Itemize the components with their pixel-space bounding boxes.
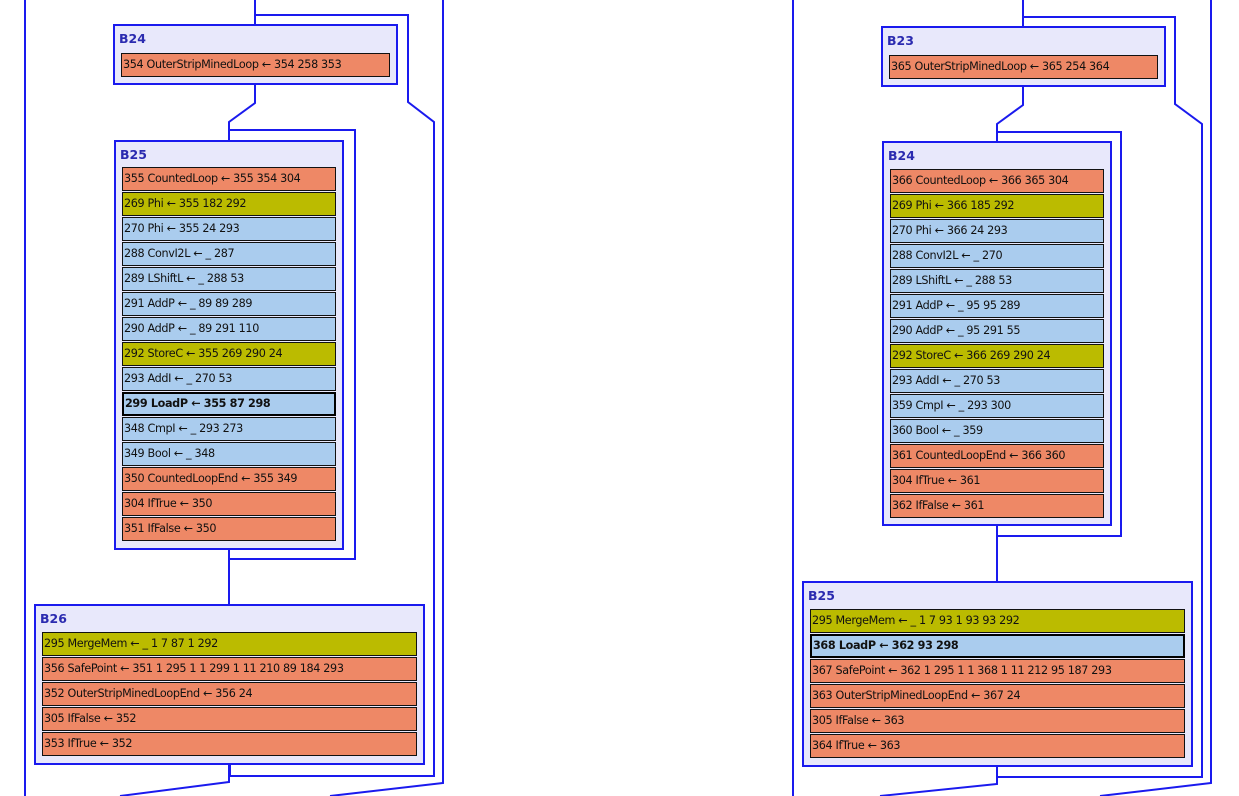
node-data[interactable]: 293 AddI ← _ 270 53 — [890, 369, 1104, 393]
node-control[interactable]: 304 IfTrue ← 361 — [890, 469, 1104, 493]
node-control[interactable]: 356 SafePoint ← 351 1 295 1 1 299 1 11 2… — [42, 657, 417, 681]
block-title: B23 — [887, 33, 914, 48]
block-title: B25 — [120, 147, 147, 162]
node-memory[interactable]: 269 Phi ← 355 182 292 — [122, 192, 336, 216]
block-title: B24 — [119, 31, 146, 46]
node-control[interactable]: 365 OuterStripMinedLoop ← 365 254 364 — [889, 55, 1158, 79]
node-control[interactable]: 361 CountedLoopEnd ← 366 360 — [890, 444, 1104, 468]
node-control[interactable]: 305 IfFalse ← 363 — [810, 709, 1185, 733]
node-control[interactable]: 350 CountedLoopEnd ← 355 349 — [122, 467, 336, 491]
node-memory[interactable]: 295 MergeMem ← _ 1 7 87 1 292 — [42, 632, 417, 656]
edge-right-b25-exit — [879, 766, 998, 796]
block-b24-left[interactable]: B24 354 OuterStripMinedLoop ← 354 258 35… — [113, 24, 398, 85]
edge-left-outer-right — [329, 0, 444, 796]
node-control[interactable]: 352 OuterStripMinedLoopEnd ← 356 24 — [42, 682, 417, 706]
node-control[interactable]: 362 IfFalse ← 361 — [890, 494, 1104, 518]
node-data[interactable]: 349 Bool ← _ 348 — [122, 442, 336, 466]
node-data[interactable]: 348 CmpI ← _ 293 273 — [122, 417, 336, 441]
node-memory[interactable]: 292 StoreC ← 366 269 290 24 — [890, 344, 1104, 368]
node-data[interactable]: 291 AddP ← _ 95 95 289 — [890, 294, 1104, 318]
block-title: B25 — [808, 588, 835, 603]
edge-right-b24-backedge — [997, 131, 1122, 537]
node-control[interactable]: 354 OuterStripMinedLoop ← 354 258 353 — [121, 53, 390, 77]
node-data[interactable]: 290 AddP ← _ 95 291 55 — [890, 319, 1104, 343]
block-title: B24 — [888, 148, 915, 163]
node-data[interactable]: 290 AddP ← _ 89 291 110 — [122, 317, 336, 341]
node-data[interactable]: 288 ConvI2L ← _ 287 — [122, 242, 336, 266]
node-control[interactable]: 353 IfTrue ← 352 — [42, 732, 417, 756]
node-data[interactable]: 360 Bool ← _ 359 — [890, 419, 1104, 443]
edge-left-b25-backedge — [229, 129, 356, 560]
node-data[interactable]: 359 CmpI ← _ 293 300 — [890, 394, 1104, 418]
node-data-selected[interactable]: 299 LoadP ← 355 87 298 — [122, 392, 336, 416]
node-control[interactable]: 305 IfFalse ← 352 — [42, 707, 417, 731]
node-data[interactable]: 291 AddP ← _ 89 89 289 — [122, 292, 336, 316]
node-control[interactable]: 351 IfFalse ← 350 — [122, 517, 336, 541]
node-list: 354 OuterStripMinedLoop ← 354 258 353 — [121, 53, 390, 78]
node-control[interactable]: 363 OuterStripMinedLoopEnd ← 367 24 — [810, 684, 1185, 708]
edge-left-b24-to-b25 — [228, 85, 256, 140]
node-control[interactable]: 366 CountedLoop ← 366 365 304 — [890, 169, 1104, 193]
node-data[interactable]: 289 LShiftL ← _ 288 53 — [122, 267, 336, 291]
node-control[interactable]: 367 SafePoint ← 362 1 295 1 1 368 1 11 2… — [810, 659, 1185, 683]
node-data[interactable]: 270 Phi ← 366 24 293 — [890, 219, 1104, 243]
node-data[interactable]: 270 Phi ← 355 24 293 — [122, 217, 336, 241]
node-list: 365 OuterStripMinedLoop ← 365 254 364 — [889, 55, 1158, 80]
node-data[interactable]: 293 AddI ← _ 270 53 — [122, 367, 336, 391]
edge-right-outer-right — [1099, 0, 1212, 796]
node-memory[interactable]: 295 MergeMem ← _ 1 7 93 1 93 93 292 — [810, 609, 1185, 633]
node-data[interactable]: 288 ConvI2L ← _ 270 — [890, 244, 1104, 268]
block-b23-right[interactable]: B23 365 OuterStripMinedLoop ← 365 254 36… — [881, 26, 1166, 87]
node-control[interactable]: 304 IfTrue ← 350 — [122, 492, 336, 516]
node-memory[interactable]: 292 StoreC ← 355 269 290 24 — [122, 342, 336, 366]
node-control[interactable]: 355 CountedLoop ← 355 354 304 — [122, 167, 336, 191]
node-data-selected[interactable]: 368 LoadP ← 362 93 298 — [810, 634, 1185, 658]
node-control[interactable]: 364 IfTrue ← 363 — [810, 734, 1185, 758]
node-memory[interactable]: 269 Phi ← 366 185 292 — [890, 194, 1104, 218]
block-title: B26 — [40, 611, 67, 626]
node-data[interactable]: 289 LShiftL ← _ 288 53 — [890, 269, 1104, 293]
edge-left-b26-exit — [119, 764, 230, 796]
